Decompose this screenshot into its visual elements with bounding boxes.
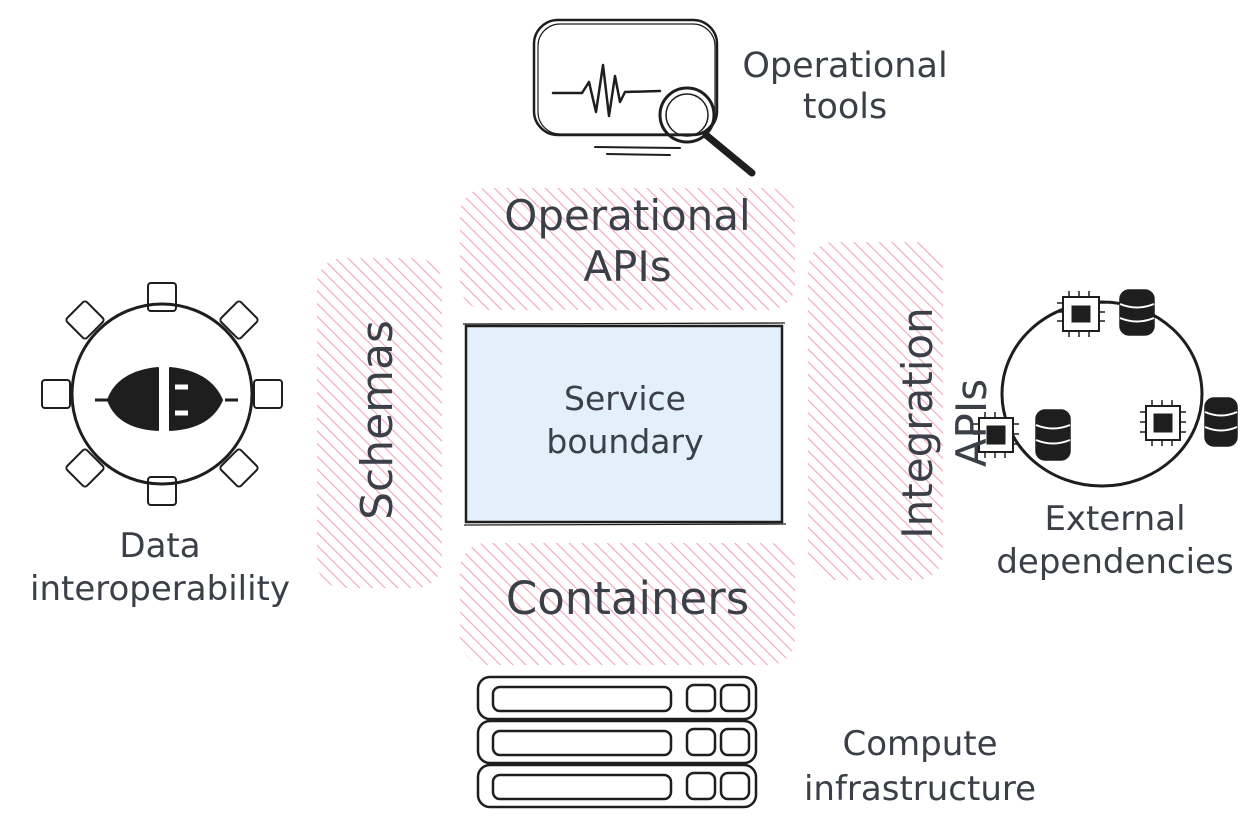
service-boundary-label: Service boundary (470, 378, 780, 464)
external-dependencies-line2: dependencies (996, 541, 1234, 582)
service-boundary-line2: boundary (546, 421, 704, 461)
server-rack-icon (476, 675, 758, 809)
containers-label: Containers (460, 572, 795, 625)
gear-plug-icon (41, 282, 283, 506)
schemas-panel (317, 258, 442, 588)
service-boundary-box (462, 322, 787, 526)
operational-apis-line2: APIs (583, 242, 672, 292)
data-interoperability-label: Data interoperability (0, 525, 320, 610)
compute-infrastructure-label: Compute infrastructure (770, 722, 1070, 812)
data-interoperability-line1: Data (119, 526, 201, 566)
database-icon (1204, 397, 1238, 447)
operational-apis-panel (460, 188, 795, 310)
database-icon (1119, 289, 1155, 336)
operational-apis-line1: Operational (504, 191, 751, 240)
integration-apis-line1: Integration (893, 307, 942, 539)
integration-apis-panel (808, 242, 943, 580)
operational-tools-line2: tools (802, 87, 888, 128)
operational-tools-line1: Operational (742, 46, 948, 86)
compute-infrastructure-line2: infrastructure (803, 768, 1037, 809)
data-interoperability-line2: interoperability (30, 568, 290, 609)
chip-icon (973, 412, 1019, 458)
operational-apis-label: Operational APIs (460, 190, 795, 292)
database-icon (1035, 409, 1071, 461)
chip-icon (1057, 291, 1105, 337)
chip-icon (1140, 400, 1186, 446)
external-dependencies-line1: External (1044, 499, 1186, 539)
containers-text: Containers (505, 572, 750, 625)
operational-tools-label: Operational tools (725, 46, 965, 129)
schemas-text: Schemas (352, 320, 403, 520)
compute-infrastructure-line1: Compute (842, 724, 998, 764)
containers-panel (460, 543, 795, 665)
monitor-magnifier-icon (532, 18, 756, 177)
external-dependencies-label: External dependencies (985, 498, 1245, 583)
chip-database-ring-icon (973, 289, 1238, 488)
service-boundary-line1: Service (564, 379, 686, 418)
schemas-label: Schemas (352, 270, 403, 570)
